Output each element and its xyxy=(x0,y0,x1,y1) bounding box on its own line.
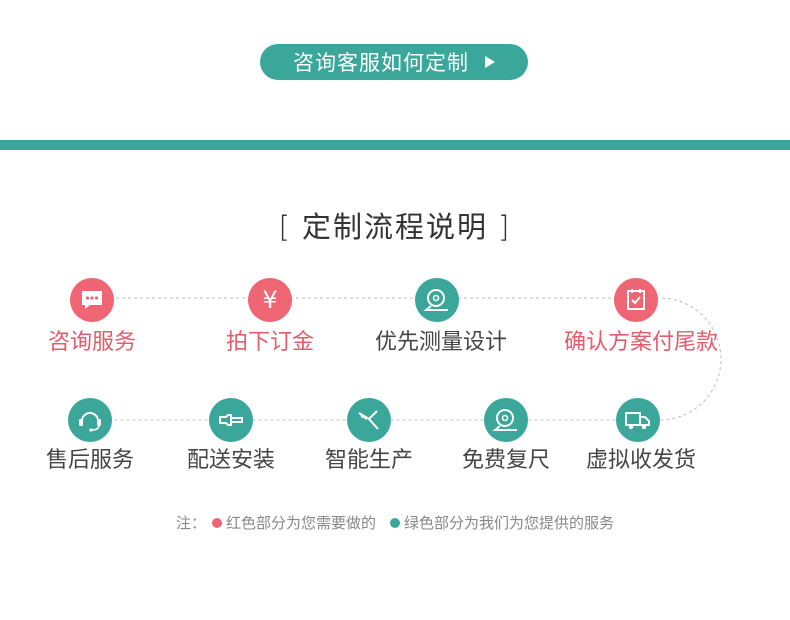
step-consult-node[interactable] xyxy=(70,278,114,322)
section-divider xyxy=(0,140,790,150)
legend-note: 注： 红色部分为您需要做的 绿色部分为我们为您提供的服务 xyxy=(0,512,790,533)
title-bracket-open: [ xyxy=(278,210,292,244)
step-after-sales-node[interactable] xyxy=(68,398,112,442)
checklist-icon xyxy=(627,289,645,310)
title-bracket-close: ] xyxy=(498,210,512,244)
step-confirm-pay-node[interactable] xyxy=(614,278,658,322)
chat-bubble-icon xyxy=(82,291,102,309)
step-delivery-install-label: 配送安装 xyxy=(186,448,276,473)
step-free-remeasure-label: 免费复尺 xyxy=(461,448,551,473)
consult-customer-service-button[interactable]: 咨询客服如何定制 xyxy=(260,44,528,80)
step-production-node[interactable] xyxy=(347,398,391,442)
note-red-text: 红色部分为您需要做的 xyxy=(225,514,376,532)
section-title: [ 定制流程说明] xyxy=(0,204,790,246)
tape-measure-icon xyxy=(423,289,448,311)
step-measure-design-node[interactable] xyxy=(415,278,459,322)
step-confirm-pay-label: 确认方案付尾款 xyxy=(563,330,719,355)
step-virtual-shipping-label: 虚拟收发货 xyxy=(585,448,697,473)
step-consult-label: 咨询服务 xyxy=(47,330,137,355)
step-deposit-node[interactable]: ¥ xyxy=(248,278,292,322)
step-measure-design-label: 优先测量设计 xyxy=(374,330,508,355)
title-text: 定制流程说明 xyxy=(301,210,488,244)
step-free-remeasure-node[interactable] xyxy=(484,398,528,442)
truck-icon xyxy=(625,412,650,430)
step-after-sales-label: 售后服务 xyxy=(45,448,135,473)
saw-icon xyxy=(358,410,379,430)
tape-measure-icon xyxy=(492,409,517,431)
play-icon xyxy=(485,56,495,68)
step-deposit-label: 拍下订金 xyxy=(225,330,315,355)
step-virtual-shipping-node[interactable] xyxy=(616,398,660,442)
red-dot-icon xyxy=(211,518,222,528)
note-green-text: 绿色部分为我们为您提供的服务 xyxy=(404,514,615,532)
step-delivery-install-node[interactable] xyxy=(209,398,253,442)
consult-button-label: 咨询客服如何定制 xyxy=(293,51,469,75)
step-production-label: 智能生产 xyxy=(324,448,414,473)
yen-icon: ¥ xyxy=(262,286,278,314)
note-prefix: 注： xyxy=(175,514,206,532)
green-dot-icon xyxy=(390,518,400,528)
headset-icon xyxy=(79,412,101,432)
wrench-icon xyxy=(219,414,243,426)
